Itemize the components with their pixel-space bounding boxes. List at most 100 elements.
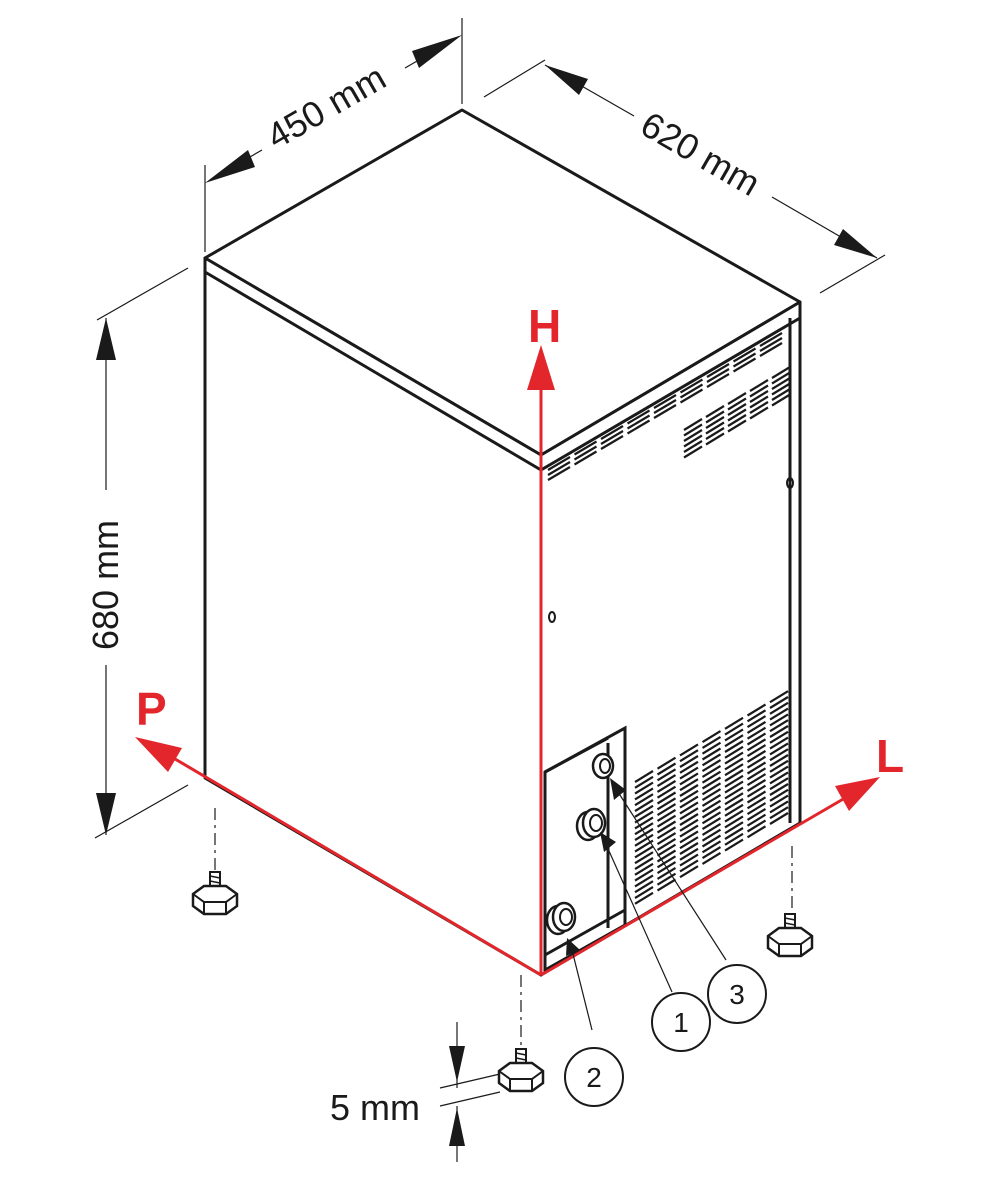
vent-slot [679, 760, 699, 774]
vent-slot [724, 722, 744, 736]
vent-slot [769, 690, 789, 704]
vent-slot [769, 748, 789, 762]
vent-slot [656, 832, 677, 846]
vent-slot [746, 813, 767, 827]
axis-label-length: L [876, 730, 904, 782]
vent-slot [701, 759, 722, 773]
axis-depth-arrowhead [135, 737, 182, 772]
vent-slot [724, 745, 744, 759]
dimension-width-label: 450 mm [260, 56, 393, 157]
vent-slot [727, 397, 747, 411]
vent-slot [679, 772, 699, 786]
vent-slot [746, 819, 767, 833]
vent-slot [701, 782, 722, 796]
vent-slot [656, 837, 677, 851]
vent-slot [769, 742, 789, 756]
axis-label-depth: P [136, 683, 167, 735]
vent-slot [656, 820, 677, 834]
vent-slot [724, 774, 744, 788]
vent-slot [653, 399, 677, 414]
vent-slot [724, 792, 744, 806]
vent-slot [573, 450, 598, 466]
vent-slot [759, 337, 783, 352]
dimension-height: 680 mm [85, 267, 189, 839]
vent-slot [724, 798, 744, 811]
vent-slot [679, 383, 704, 399]
vent-slot [769, 719, 789, 733]
vent-slot [634, 874, 654, 888]
vent-slot [656, 791, 677, 805]
vent-slot [701, 764, 722, 778]
vent-slot [679, 766, 699, 780]
vent-slot [679, 778, 699, 792]
vent-slot [769, 794, 789, 808]
vent-slot [769, 783, 789, 796]
vent-slot [679, 847, 699, 861]
vent-slot [724, 809, 744, 823]
vent-slot [769, 696, 789, 709]
vent-slot [705, 432, 725, 446]
vent-slot [679, 795, 699, 809]
vent-slot [746, 773, 767, 787]
upper-right-vent-grille [683, 366, 791, 459]
vent-slot [769, 725, 789, 738]
vent-slot [724, 803, 744, 817]
foot-left [191, 871, 239, 916]
vent-slot [701, 788, 722, 802]
vent-slot [679, 784, 699, 797]
vent-slot [705, 416, 725, 429]
callout-1: 1 [651, 992, 711, 1052]
vent-slot [634, 880, 654, 894]
vent-slot [769, 771, 789, 785]
lid-lip-front [204, 270, 542, 472]
vent-slot [746, 744, 767, 758]
vent-slot [769, 806, 789, 820]
vent-slot [634, 868, 654, 882]
vent-slot [701, 840, 722, 854]
vent-slot [746, 784, 767, 798]
vent-slot [634, 781, 654, 795]
vent-slot [727, 408, 747, 422]
foot-right [766, 913, 814, 958]
vent-slot [746, 720, 767, 734]
vent-slot [626, 409, 651, 425]
vent-slot [656, 843, 677, 857]
vent-slot [679, 865, 699, 879]
axes: H P L [135, 300, 904, 977]
screw-hole-front [548, 611, 556, 623]
vent-slot [727, 403, 747, 416]
vent-slot [600, 435, 624, 450]
callout-3: 3 [707, 964, 767, 1024]
vent-slot [701, 817, 722, 831]
vent-slot [656, 774, 677, 788]
vent-slot [653, 394, 677, 409]
vent-slot [626, 419, 651, 435]
vent-slot [724, 751, 744, 765]
vent-slot [701, 735, 722, 749]
vent-slot [746, 755, 767, 769]
vent-slot [683, 434, 703, 448]
vent-slot [701, 805, 722, 819]
vent-slot [724, 740, 744, 753]
vent-slot [656, 814, 677, 828]
vent-slot [634, 787, 654, 801]
vent-slot [653, 404, 677, 419]
vent-slot [634, 851, 654, 865]
vent-slot [679, 836, 699, 850]
vent-slot [759, 342, 783, 357]
vent-slot [683, 418, 703, 431]
vent-slot [600, 430, 624, 445]
vent-slot [746, 732, 767, 746]
vent-slot [746, 807, 767, 821]
vent-slot [746, 726, 767, 740]
fitting-3 [591, 752, 615, 780]
vent-slot [724, 763, 744, 777]
vent-slot [656, 849, 677, 863]
axis-length-arrowhead [835, 777, 880, 811]
vent-slot [749, 395, 769, 409]
vent-slot [724, 815, 744, 829]
vent-slot [701, 828, 722, 842]
fitting-1 [575, 807, 607, 842]
vent-slot [732, 347, 757, 363]
vent-slot [771, 371, 791, 385]
